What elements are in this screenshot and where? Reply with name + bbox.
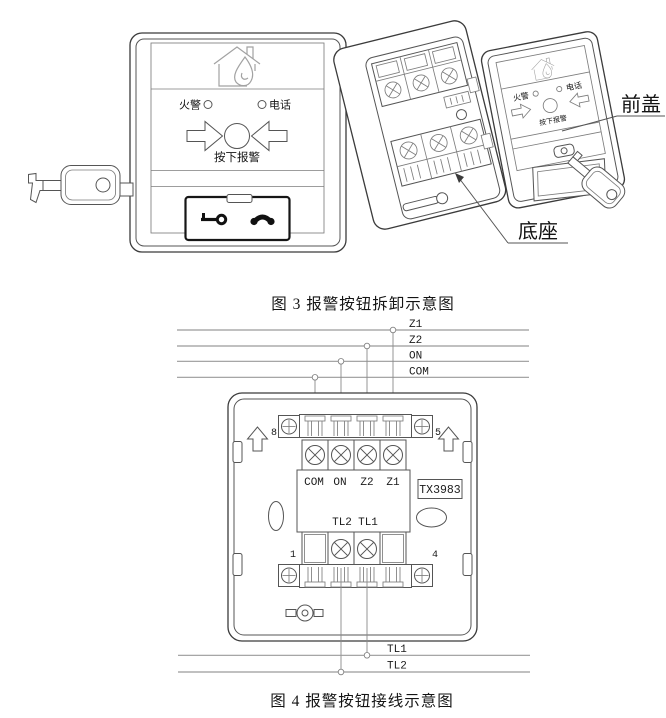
bottom-screw-terminals: [301, 531, 407, 566]
terminal-label-com: COM: [304, 477, 324, 489]
cover-phone-label: 电话: [565, 80, 583, 93]
exploded-key: [567, 150, 626, 209]
indicator-row: 火警 电话: [179, 98, 291, 112]
front-cover-callout: 前盖: [561, 93, 665, 132]
key-bit: [28, 172, 44, 204]
exploded-base: [333, 20, 507, 230]
phone-led: [257, 100, 267, 109]
corner-number-5: 5: [435, 428, 441, 439]
top-screw-terminals: [301, 439, 407, 471]
terminal-label-tl2: TL2: [332, 517, 352, 529]
press-area: 按下报警: [186, 120, 288, 164]
bus-label-on: ON: [409, 351, 422, 363]
bus-label-tl2: TL2: [387, 661, 407, 673]
key-icon: [201, 213, 228, 226]
base-label-sticker: [443, 90, 472, 109]
base-callout: 底座: [455, 173, 568, 244]
callout-arrowhead: [455, 173, 464, 183]
telephone-drop-wires: [340, 568, 368, 672]
reset-key: [28, 165, 134, 205]
alarm-button: [224, 123, 250, 149]
flap: [184, 194, 291, 242]
model-number: TX3983: [419, 484, 461, 497]
bottom-clamp-strip: [278, 564, 433, 588]
figure4-caption: 图 4 报警按钮接线示意图: [270, 691, 454, 710]
phone-icon: [250, 214, 275, 226]
top-clamp-strip: [278, 414, 433, 438]
figure4: Z1 Z2 ON COM: [177, 319, 530, 710]
lock: [553, 143, 575, 158]
terminal-label-on: ON: [333, 477, 346, 489]
bus-label-z2: Z2: [409, 335, 422, 347]
bus-lines: Z1 Z2 ON COM: [177, 319, 529, 379]
cam-screw: [285, 604, 324, 622]
bus-junctions: [311, 326, 397, 381]
fire-led: [203, 100, 213, 109]
up-arrow-icon-left: [246, 426, 269, 452]
bus-label-tl1: TL1: [387, 644, 407, 656]
left-arrow-icon: [250, 120, 288, 152]
model-box: TX3983: [417, 479, 463, 499]
mounting-slot-right: [416, 507, 447, 528]
mounting-slot-left: [268, 501, 284, 531]
terminal-label-z2: Z2: [360, 477, 373, 489]
terminal-label-tl1: TL1: [358, 517, 378, 529]
call-point-front-view: 火警 电话 按下报警: [129, 32, 347, 253]
telephone-bus-lines: TL1 TL2: [178, 644, 530, 676]
corner-number-1: 1: [290, 550, 296, 561]
phone-indicator-label: 电话: [269, 99, 291, 112]
up-arrow-icon-right: [437, 426, 460, 452]
right-arrow-icon: [186, 120, 224, 152]
wiring-panel: 8 5 COM ON Z2 Z1: [227, 392, 478, 642]
corner-number-8: 8: [271, 428, 277, 439]
bus-label-com: COM: [409, 367, 429, 379]
terminal-label-z1: Z1: [386, 477, 400, 489]
fire-indicator-label: 火警: [179, 98, 201, 112]
terminal-label-area: COM ON Z2 Z1 TL2 TL1: [296, 469, 411, 533]
cover-fire-label: 火警: [512, 90, 530, 103]
figure3-caption: 图 3 报警按钮拆卸示意图: [271, 294, 455, 313]
press-alarm-label: 按下报警: [214, 150, 260, 164]
corner-number-4: 4: [432, 550, 438, 561]
figure3: 火警 电话 按下报警: [28, 20, 665, 313]
bus-label-z1: Z1: [409, 319, 423, 331]
base-label: 底座: [518, 220, 558, 243]
front-cover-label: 前盖: [621, 93, 661, 116]
